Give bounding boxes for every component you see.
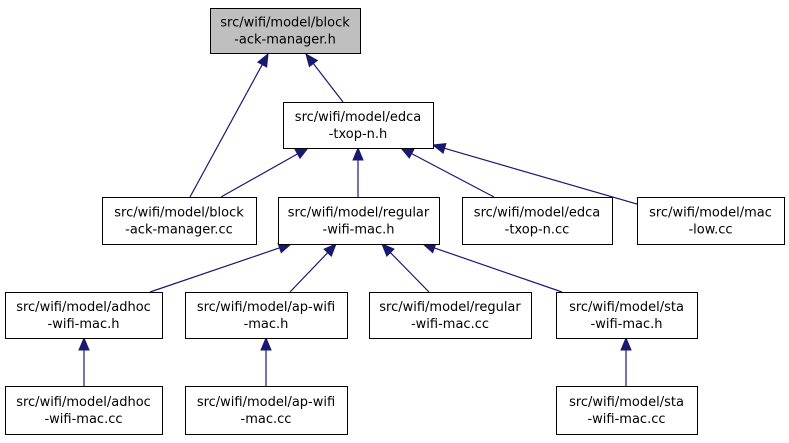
- edge-sta-wifi-mac-h-to-regular-wifi-mac-h: [421, 242, 563, 293]
- edge-adhoc-wifi-mac-h-to-regular-wifi-mac-h: [149, 242, 293, 293]
- edge-line: [434, 247, 563, 293]
- edge-edca-txop-n-h-to-block-ack-manager-h: [305, 52, 344, 103]
- node-box: [637, 197, 785, 245]
- arrowhead-icon: [305, 52, 319, 68]
- node-label-line: src/wifi/model/block: [220, 16, 350, 31]
- node-label-line: src/wifi/model/edca: [474, 206, 600, 221]
- node-ap-wifi-mac-h[interactable]: src/wifi/model/ap-wifi -mac.h: [185, 292, 348, 339]
- edge-line: [411, 153, 495, 198]
- edge-adhoc-wifi-mac-cc-to-adhoc-wifi-mac-h: [78, 336, 90, 386]
- node-regular-wifi-mac-h[interactable]: src/wifi/model/regular -wifi-mac.h: [278, 197, 440, 245]
- node-box: [369, 292, 532, 339]
- edge-ap-wifi-mac-cc-to-ap-wifi-mac-h: [260, 336, 272, 386]
- node-label-line: -txop-n.cc: [505, 223, 570, 238]
- edge-line: [289, 252, 329, 293]
- node-sta-wifi-mac-h[interactable]: src/wifi/model/sta -wifi-mac.h: [556, 292, 698, 339]
- node-box: [283, 102, 434, 149]
- node-box: [556, 386, 698, 435]
- arrowhead-icon: [78, 336, 90, 351]
- node-label-line: -wifi-mac.cc: [44, 412, 122, 427]
- arrowhead-icon: [260, 336, 272, 351]
- node-label-line: -low.cc: [688, 223, 732, 238]
- node-sta-wifi-mac-cc[interactable]: src/wifi/model/sta -wifi-mac.cc: [556, 386, 698, 435]
- node-box: [462, 197, 613, 245]
- node-regular-wifi-mac-cc[interactable]: src/wifi/model/regular -wifi-mac.cc: [369, 292, 532, 339]
- arrowhead-icon: [381, 243, 395, 257]
- arrowhead-icon: [256, 52, 269, 68]
- edge-block-ack-manager-cc-to-edca-txop-n-h: [220, 147, 310, 198]
- node-edca-txop-n-h[interactable]: src/wifi/model/edca -txop-n.h: [283, 102, 434, 149]
- node-box: [5, 292, 163, 339]
- arrowhead-icon: [431, 142, 447, 154]
- edge-line: [389, 252, 430, 293]
- node-label-line: -txop-n.h: [329, 127, 388, 142]
- node-adhoc-wifi-mac-h[interactable]: src/wifi/model/adhoc -wifi-mac.h: [5, 292, 163, 339]
- node-box: [185, 292, 348, 339]
- node-label-line: -ack-manager.h: [234, 33, 336, 48]
- node-label-line: src/wifi/model/sta: [569, 300, 684, 315]
- arrowhead-icon: [294, 147, 310, 160]
- edges-layer: [78, 52, 638, 386]
- node-edca-txop-n-cc[interactable]: src/wifi/model/edca -txop-n.cc: [462, 197, 613, 245]
- node-label-line: -mac.h: [244, 317, 289, 332]
- node-box: [556, 292, 698, 339]
- nodes-layer: src/wifi/model/block-ack-manager.hsrc/wi…: [5, 8, 785, 435]
- edge-ap-wifi-mac-h-to-regular-wifi-mac-h: [289, 243, 337, 293]
- node-label-line: -mac.cc: [241, 412, 292, 427]
- node-label-line: src/wifi/model/edca: [295, 110, 421, 125]
- node-label-line: src/wifi/model/sta: [569, 395, 684, 410]
- edge-line: [189, 64, 263, 198]
- node-label-line: -wifi-mac.h: [323, 223, 395, 238]
- edge-regular-wifi-mac-cc-to-regular-wifi-mac-h: [381, 243, 430, 293]
- node-label-line: -ack-manager.cc: [125, 223, 233, 238]
- node-label-line: -wifi-mac.h: [48, 317, 120, 332]
- edge-edca-txop-n-cc-to-edca-txop-n-h: [399, 147, 495, 198]
- node-box: [5, 386, 163, 435]
- node-label-line: src/wifi/model/mac: [649, 206, 772, 221]
- edge-regular-wifi-mac-h-to-edca-txop-n-h: [352, 146, 364, 197]
- edge-line: [220, 153, 298, 198]
- node-label-line: -wifi-mac.cc: [411, 317, 489, 332]
- node-label-line: -wifi-mac.cc: [587, 412, 665, 427]
- edge-block-ack-manager-cc-to-block-ack-manager-h: [189, 52, 269, 198]
- node-box: [102, 197, 257, 245]
- arrowhead-icon: [620, 336, 632, 351]
- edge-line: [312, 63, 344, 103]
- edge-sta-wifi-mac-cc-to-sta-wifi-mac-h: [620, 336, 632, 386]
- node-box: [278, 197, 440, 245]
- node-label-line: src/wifi/model/adhoc: [16, 395, 151, 410]
- node-ap-wifi-mac-cc[interactable]: src/wifi/model/ap-wifi -mac.cc: [185, 386, 348, 435]
- node-label-line: src/wifi/model/ap-wifi: [197, 300, 335, 315]
- node-label-line: -wifi-mac.h: [591, 317, 663, 332]
- node-label-line: src/wifi/model/adhoc: [16, 300, 151, 315]
- node-adhoc-wifi-mac-cc[interactable]: src/wifi/model/adhoc -wifi-mac.cc: [5, 386, 163, 435]
- edge-mac-low-cc-to-edca-txop-n-h: [431, 142, 638, 205]
- node-label-line: src/wifi/model/block: [114, 206, 244, 221]
- node-block-ack-manager-h[interactable]: src/wifi/model/block -ack-manager.h: [210, 8, 361, 54]
- edge-line: [444, 147, 638, 205]
- node-block-ack-manager-cc[interactable]: src/wifi/model/block -ack-manager.cc: [102, 197, 257, 245]
- arrowhead-icon: [352, 146, 364, 161]
- node-box: [185, 386, 348, 435]
- node-mac-low-cc[interactable]: src/wifi/model/mac -low.cc: [637, 197, 785, 245]
- node-label-line: src/wifi/model/regular: [379, 300, 521, 315]
- arrowhead-icon: [323, 243, 337, 258]
- node-box: [210, 8, 361, 54]
- edge-line: [149, 247, 280, 293]
- node-label-line: src/wifi/model/regular: [288, 206, 430, 221]
- node-label-line: src/wifi/model/ap-wifi: [197, 395, 335, 410]
- arrowhead-icon: [399, 147, 415, 159]
